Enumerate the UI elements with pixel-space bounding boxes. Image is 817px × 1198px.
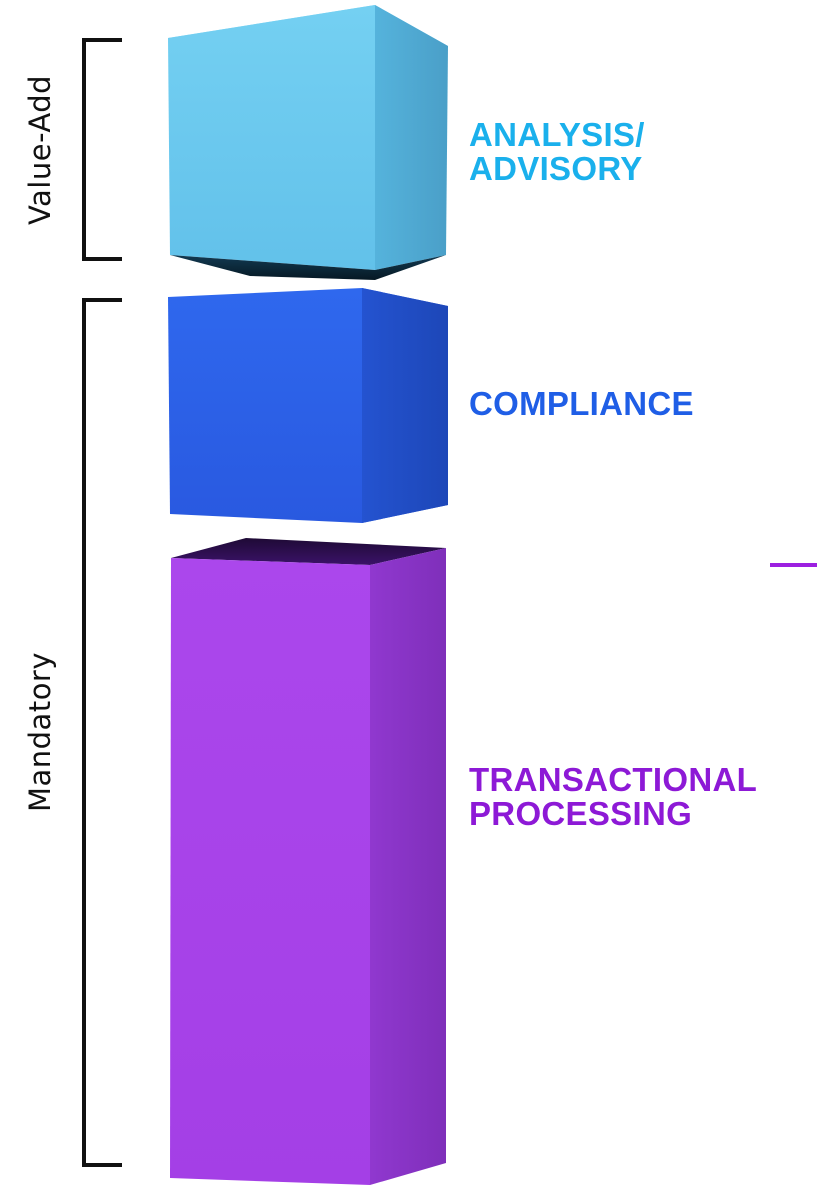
compliance-block — [168, 288, 448, 523]
transactional-processing-label: TRANSACTIONAL PROCESSING — [469, 763, 757, 831]
transactional-label-line-2: PROCESSING — [469, 795, 693, 832]
analysis-label-line-1: ANALYSIS/ — [469, 116, 645, 153]
transactional-label-line-1: TRANSACTIONAL — [469, 761, 758, 798]
analysis-label-line-2: ADVISORY — [469, 150, 643, 187]
transactional-processing-block — [170, 538, 446, 1185]
analysis-advisory-block — [168, 5, 448, 280]
mandatory-label: Mandatory — [23, 651, 57, 813]
value-add-bracket — [82, 38, 122, 261]
compliance-label-line-1: COMPLIANCE — [469, 385, 694, 422]
mandatory-bracket — [82, 298, 122, 1167]
compliance-label: COMPLIANCE — [469, 387, 694, 421]
analysis-advisory-label: ANALYSIS/ ADVISORY — [469, 118, 645, 186]
value-add-label: Value-Add — [23, 74, 57, 226]
